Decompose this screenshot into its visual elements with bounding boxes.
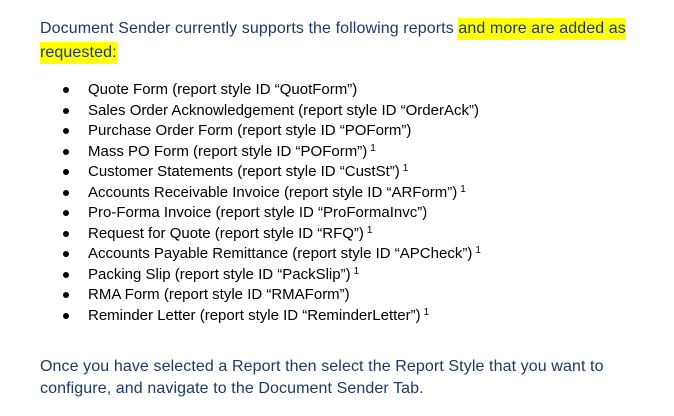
- bullet-icon: [63, 230, 69, 237]
- report-item-text: Packing Slip (report style ID “PackSlip”…: [88, 265, 359, 285]
- footnote-marker: 1: [366, 224, 373, 236]
- report-item-text: Sales Order Acknowledgement (report styl…: [88, 101, 479, 121]
- outro-paragraph: Once you have selected a Report then sel…: [40, 358, 604, 397]
- report-item-text: Quote Form (report style ID “QuotForm”): [88, 80, 357, 100]
- report-label: Quote Form (report style ID “QuotForm”): [88, 81, 358, 98]
- footnote-marker: 1: [402, 163, 409, 174]
- report-item-text: Customer Statements (report style ID “Cu…: [88, 162, 408, 182]
- footnote-marker: 1: [475, 245, 481, 256]
- report-label: Request for Quote (report style ID “RFQ”…: [88, 224, 364, 242]
- bullet-icon: [63, 189, 69, 196]
- footnote-marker: 1: [460, 183, 466, 195]
- report-label: Pro-Forma Invoice (report style ID “ProF…: [88, 204, 428, 221]
- report-item-text: Mass PO Form (report style ID “POForm”)1: [88, 142, 376, 162]
- report-label: Reminder Letter (report style ID “Remind…: [88, 306, 421, 324]
- bullet-icon: [63, 271, 69, 278]
- intro-highlight-1: and more are added as: [458, 18, 626, 40]
- bullet-icon: [63, 210, 69, 216]
- intro-text: Document Sender currently supports the f…: [40, 20, 459, 37]
- footnote-marker: 1: [370, 142, 376, 154]
- report-item-text: Reminder Letter (report style ID “Remind…: [88, 306, 429, 326]
- intro-highlight-2: requested:: [40, 42, 117, 64]
- report-item-text: RMA Form (report style ID “RMAForm”): [88, 285, 350, 305]
- bullet-icon: [63, 107, 69, 114]
- report-label: Packing Slip (report style ID “PackSlip”…: [88, 265, 351, 283]
- bullet-icon: [63, 251, 69, 257]
- footnote-marker: 1: [423, 306, 430, 318]
- report-label: Purchase Order Form (report style ID “PO…: [88, 122, 412, 139]
- report-item-text: Request for Quote (report style ID “RFQ”…: [88, 224, 372, 244]
- report-item-text: Pro-Forma Invoice (report style ID “ProF…: [88, 203, 427, 223]
- report-label: Mass PO Form (report style ID “POForm”): [88, 142, 368, 160]
- report-label: Customer Statements (report style ID “Cu…: [88, 163, 400, 180]
- bullet-icon: [63, 312, 69, 319]
- bullet-icon: [63, 169, 69, 175]
- bullet-icon: [63, 292, 69, 298]
- bullet-icon: [63, 128, 69, 134]
- intro-paragraph: Document Sender currently supports the f…: [40, 17, 640, 65]
- report-label: RMA Form (report style ID “RMAForm”): [88, 286, 350, 303]
- report-item-text: Accounts Payable Remittance (report styl…: [88, 244, 481, 264]
- report-label: Accounts Payable Remittance (report styl…: [88, 245, 473, 262]
- report-label: Accounts Receivable Invoice (report styl…: [88, 183, 458, 201]
- footnote-marker: 1: [353, 265, 360, 277]
- report-label: Sales Order Acknowledgement (report styl…: [88, 101, 479, 119]
- bullet-icon: [63, 87, 69, 93]
- bullet-icon: [63, 148, 69, 155]
- report-item-text: Accounts Receivable Invoice (report styl…: [88, 183, 466, 203]
- report-item-text: Purchase Order Form (report style ID “PO…: [88, 121, 411, 141]
